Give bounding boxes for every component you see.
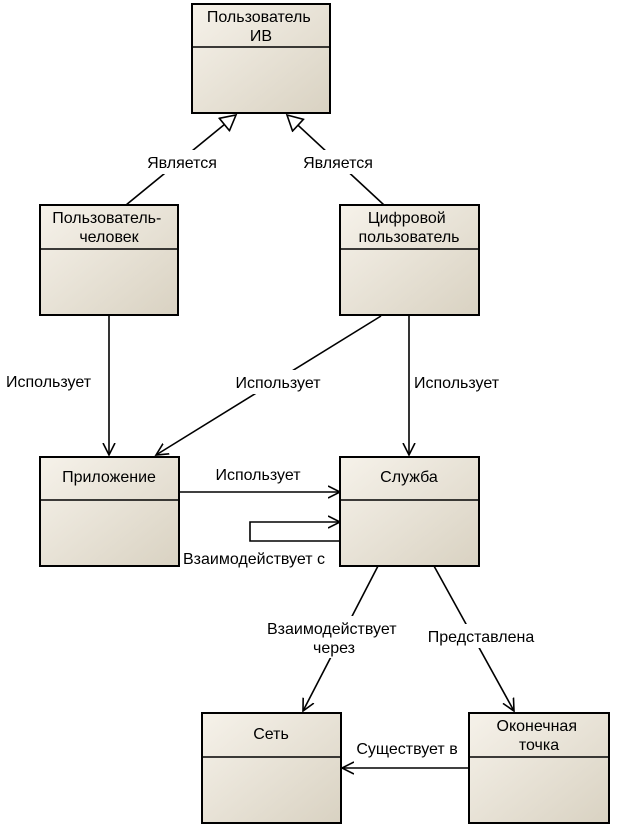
label-digital-uses-service: Использует <box>414 375 500 392</box>
class-human-user[interactable]: Пользователь- человек <box>39 204 179 316</box>
class-application-title: Приложение <box>62 469 156 486</box>
class-service[interactable]: Служба <box>339 456 480 567</box>
class-endpoint[interactable]: Оконечная точка <box>468 712 610 824</box>
class-network-title: Сеть <box>253 726 289 743</box>
class-user-iv[interactable]: Пользователь ИВ <box>191 3 331 114</box>
class-digital-user-title: Цифровой пользователь <box>359 210 460 246</box>
label-digital-is: Является <box>303 155 373 172</box>
class-human-user-title: Пользователь- человек <box>52 210 166 246</box>
label-service-network: Взаимодействует через <box>267 621 401 657</box>
label-service-network-line2: через <box>313 640 355 657</box>
edge-service-self[interactable] <box>249 522 340 542</box>
label-app-uses-service: Использует <box>215 467 301 484</box>
label-service-endpoint: Представлена <box>428 629 535 646</box>
class-endpoint-title: Оконечная точка <box>497 718 582 754</box>
label-service-self: Взаимодействует с <box>183 551 325 568</box>
class-network[interactable]: Сеть <box>201 712 342 824</box>
label-digital-uses-app: Использует <box>235 375 321 392</box>
label-service-network-line1: Взаимодействует <box>267 621 397 638</box>
label-human-uses-app: Использует <box>6 374 92 391</box>
label-endpoint-network: Существует в <box>356 741 457 758</box>
label-human-is: Является <box>147 155 217 172</box>
class-application[interactable]: Приложение <box>39 456 180 567</box>
class-service-title: Служба <box>380 469 438 486</box>
class-user-iv-title: Пользователь ИВ <box>207 9 315 45</box>
class-digital-user[interactable]: Цифровой пользователь <box>339 204 480 316</box>
